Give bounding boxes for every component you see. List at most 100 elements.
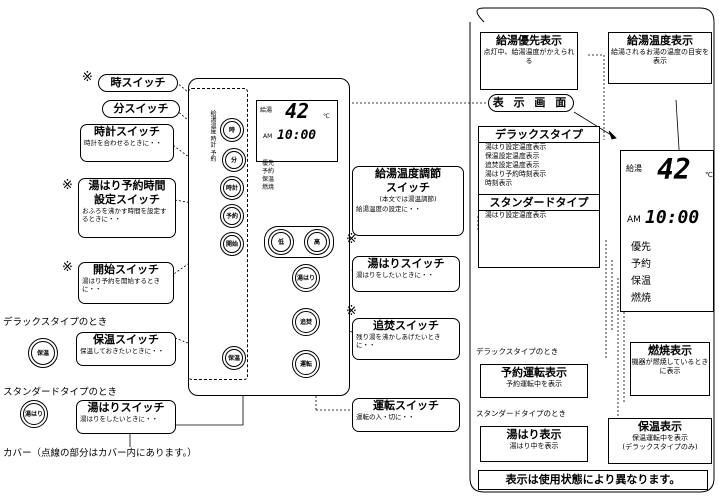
display-lcd: 給湯 42 ℃ AM 10:00 優先 予約 保温 燃焼: [620, 150, 714, 312]
keep-display-desc: 保温運転中を表示: [632, 434, 688, 442]
keep-display-title: 保温表示: [638, 420, 682, 433]
priority-display-title: 給湯優先表示: [496, 34, 562, 47]
fill-switch-std-title: 湯はりスイッチ: [87, 401, 165, 414]
lcd-am: AM: [263, 133, 273, 140]
note-mark: ※: [346, 232, 357, 247]
combustion-display-desc: 機器が燃焼しているときに表示: [631, 358, 709, 375]
deluxe-item: 追焚設定温度表示: [485, 161, 540, 169]
keep-display-note: (デラックスタイプのみ): [622, 443, 698, 451]
temp-up-button[interactable]: 高: [304, 229, 330, 255]
remote-lcd: 給湯 42 ℃ AM 10:00: [256, 99, 338, 162]
clock-button[interactable]: 時計: [220, 176, 244, 200]
deluxe-when-right: デラックスタイプのとき: [476, 347, 559, 356]
fill-button[interactable]: 湯はり: [292, 264, 320, 292]
display-lcd-indicators: 優先 予約 保温 燃焼: [631, 239, 651, 307]
start-switch-title: 開始スイッチ: [93, 263, 159, 276]
deluxe-item: 湯はり設定温度表示: [485, 143, 547, 151]
standard-when-right: スタンダードタイプのとき: [476, 409, 566, 418]
reserve-run-title: 予約運転表示: [501, 366, 567, 379]
remote-indicators: 優先 予約 保温 燃焼: [262, 160, 274, 192]
display-lcd-label: 給湯: [626, 164, 642, 173]
deluxe-item: 湯はり予約時刻表示: [485, 170, 547, 178]
temp-display-box: 給湯温度表示 給湯されるお湯の温度の目安を表示: [608, 32, 712, 84]
start-switch-desc: 湯はり予約を開始するときに・・: [82, 277, 160, 293]
run-switch-callout: 運転スイッチ 運転の入・切に・・: [352, 398, 460, 432]
reheat-switch-desc: 残り湯を沸かしあげたいときに・・: [356, 333, 441, 349]
clock-switch-desc: 時計を合わせるときに・・: [84, 139, 162, 147]
display-lcd-unit: ℃: [705, 171, 713, 179]
reservation-time-callout: 湯はり予約時間 設定スイッチ おふろを沸かす時間を設定するときに・・: [78, 178, 176, 238]
reserve-button[interactable]: 予約: [220, 204, 244, 228]
reheat-button[interactable]: 追焚: [292, 308, 320, 336]
minute-switch-label: 分スイッチ: [102, 100, 180, 118]
temp-adjust-callout: 給湯温度調節 スイッチ (本文では湯温調節) 給湯温度の設定に・・: [352, 166, 464, 236]
combustion-display-box: 燃焼表示 機器が燃焼しているときに表示: [630, 342, 710, 396]
clock-switch-callout: 時計スイッチ 時計を合わせるときに・・: [80, 124, 174, 162]
combustion-display-title: 燃焼表示: [648, 344, 692, 357]
fill-display-box: 湯はり表示 湯はり中を表示: [480, 426, 588, 462]
note-mark: ※: [82, 70, 93, 85]
fill-switch-callout: 湯はりスイッチ 湯はりをしたいときに・・: [352, 256, 460, 292]
display-lcd-am: AM: [627, 215, 641, 225]
keep-warm-icon: 保温: [28, 338, 58, 368]
footer-note: 表示は使用状態により異なります。: [505, 473, 681, 486]
display-screen-label: 表 示 画 面: [488, 94, 574, 112]
lcd-temp: 42: [285, 99, 310, 123]
display-indicator-priority: 優先: [631, 242, 651, 253]
temp-adjust-pad: [264, 226, 334, 258]
fill-switch-std-desc: 湯はりをしたいときに・・: [80, 415, 158, 423]
fill-switch-desc: 湯はりをしたいときに・・: [356, 271, 434, 279]
temp-adjust-desc: 給湯温度の設定に・・: [356, 205, 421, 213]
keep-warm-callout: 保温スイッチ 保温しておきたいときに・・: [76, 332, 176, 366]
priority-display-box: 給湯優先表示 点灯中、給湯温度がかえられる: [480, 32, 578, 90]
indicator-keep: 保温: [262, 176, 275, 183]
fill-display-desc: 湯はり中を表示: [509, 442, 559, 450]
reserve-run-desc: 予約運転中を表示: [506, 380, 562, 388]
indicator-burn: 燃焼: [262, 184, 275, 191]
type-box: デラックスタイプ 湯はり設定温度表示 保温設定温度表示 追焚設定温度表示 湯はり…: [478, 126, 600, 268]
fill-switch-title: 湯はりスイッチ: [367, 257, 445, 270]
minute-button[interactable]: 分: [222, 148, 246, 172]
start-button[interactable]: 開始: [220, 232, 244, 256]
keep-warm-desc: 保温しておきたいときに・・: [80, 347, 165, 355]
temp-display-desc: 給湯されるお湯の温度の目安を表示: [611, 48, 709, 65]
footer-note-box: 表示は使用状態により異なります。: [478, 470, 708, 490]
hour-button[interactable]: 時: [220, 118, 244, 142]
display-indicator-burn: 燃焼: [631, 293, 651, 304]
reheat-switch-callout: 追焚スイッチ 残り湯を沸かしあげたいときに・・: [352, 318, 460, 360]
temp-adjust-note: (本文では湯温調節): [379, 195, 437, 203]
keep-warm-button[interactable]: 保温: [222, 346, 246, 370]
deluxe-items-list: 湯はり設定温度表示 保温設定温度表示 追焚設定温度表示 湯はり予約時刻表示 時刻…: [479, 143, 599, 188]
standard-type-title: スタンダードタイプ: [479, 194, 599, 211]
start-switch-callout: 開始スイッチ 湯はり予約を開始するときに・・: [78, 262, 174, 304]
display-lcd-clock: 10:00: [645, 207, 700, 228]
reserve-run-box: 予約運転表示 予約運転中を表示: [480, 364, 588, 398]
note-mark: ※: [346, 304, 357, 319]
reheat-switch-title: 追焚スイッチ: [373, 319, 439, 332]
reservation-time-desc: おふろを沸かす時間を設定するときに・・: [82, 207, 167, 223]
lcd-clock: 10:00: [277, 128, 317, 143]
run-button[interactable]: 運転: [292, 350, 320, 378]
note-mark: ※: [62, 178, 73, 193]
deluxe-item: 時刻表示: [485, 179, 513, 187]
priority-display-desc: 点灯中、給湯温度がかえられる: [483, 48, 575, 65]
deluxe-item: 保温設定温度表示: [485, 152, 540, 160]
indicator-priority: 優先: [262, 160, 275, 167]
temp-down-button[interactable]: 低: [268, 229, 294, 255]
cover-note: カバー（点線の部分はカバー内にあります。）: [3, 448, 197, 459]
keep-warm-title: 保温スイッチ: [93, 333, 159, 346]
fill-display-title: 湯はり表示: [506, 428, 562, 441]
standard-item: 湯はり設定温度表示: [485, 211, 547, 219]
display-indicator-reserve: 予約: [631, 259, 651, 270]
vertical-labels: 給湯温度 時計 予約: [209, 110, 216, 162]
fill-switch-std-callout: 湯はりスイッチ 湯はりをしたいときに・・: [76, 400, 176, 434]
display-indicator-keep: 保温: [631, 276, 651, 287]
temp-adjust-title2: スイッチ: [386, 181, 430, 194]
remote-cover: [188, 88, 248, 380]
deluxe-when-label: デラックスタイプのとき: [3, 317, 108, 328]
fill-icon: 湯はり: [20, 400, 48, 428]
indicator-reserve: 予約: [262, 168, 275, 175]
run-switch-title: 運転スイッチ: [373, 399, 439, 412]
lcd-label: 給湯: [260, 107, 273, 114]
reservation-time-title1: 湯はり予約時間: [88, 179, 166, 192]
